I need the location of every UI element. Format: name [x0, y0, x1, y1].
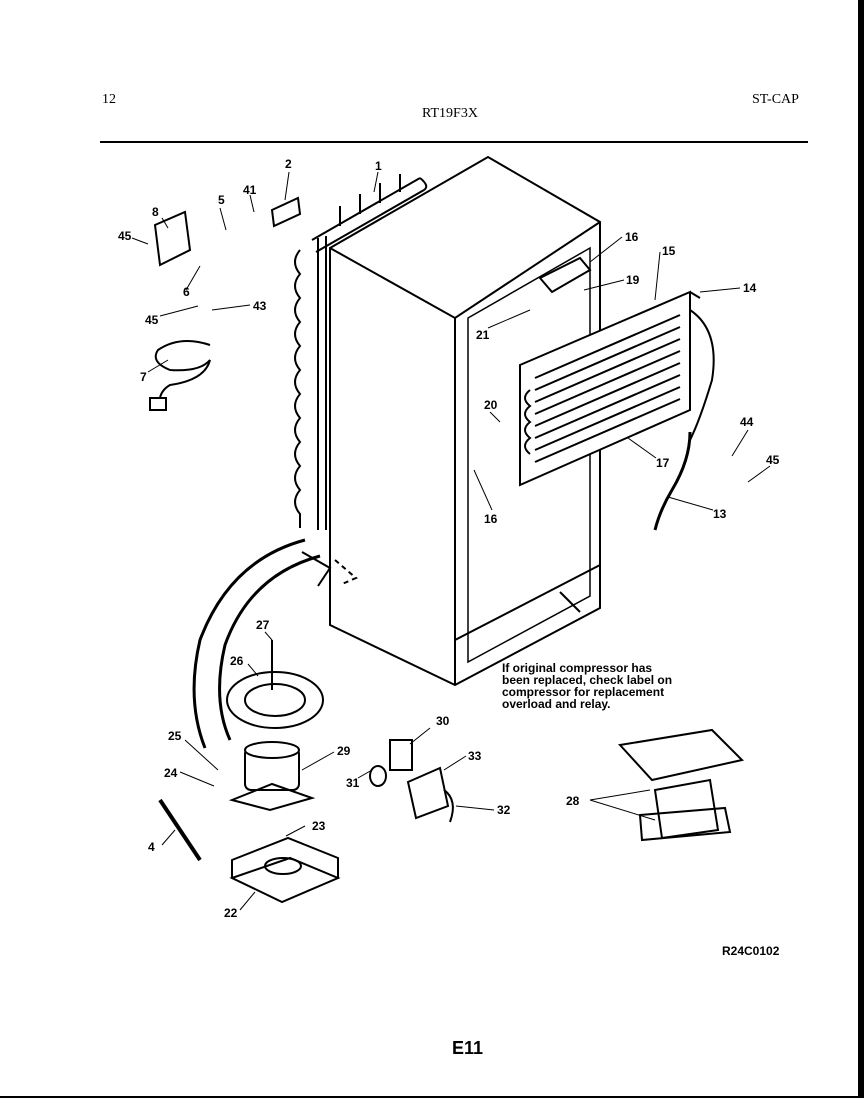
- page-number: 12: [102, 92, 116, 107]
- callout-43: 43: [253, 299, 267, 313]
- callout-2: 2: [285, 157, 292, 171]
- callout-8: 8: [152, 205, 159, 219]
- callout-25: 25: [168, 729, 182, 743]
- header-rule: [100, 141, 808, 143]
- callout-1: 1: [375, 159, 382, 173]
- callout-13: 13: [713, 507, 727, 521]
- model-number: RT19F3X: [422, 106, 478, 121]
- callout-22: 22: [224, 906, 238, 920]
- compressor-replacement-note: If original compressor has been replaced…: [502, 662, 722, 710]
- callout-29: 29: [337, 744, 351, 758]
- callout-31: 31: [346, 776, 360, 790]
- note-line-2: been replaced, check label on: [502, 673, 673, 687]
- callout-7: 7: [140, 370, 147, 384]
- drawing-reference-code: R24C0102: [722, 944, 780, 958]
- callout-6: 6: [183, 285, 190, 299]
- callout-45-middle: 45: [145, 313, 159, 327]
- condenser-coil: [294, 174, 428, 530]
- callout-5: 5: [218, 193, 225, 207]
- callout-28: 28: [566, 794, 580, 808]
- footer-code: E11: [452, 1038, 484, 1058]
- callout-26: 26: [230, 654, 244, 668]
- callout-14: 14: [743, 281, 757, 295]
- callout-16-top: 16: [625, 230, 639, 244]
- note-line-3: compressor for replacement: [502, 685, 665, 699]
- callout-21: 21: [476, 328, 490, 342]
- evaporator: [519, 290, 715, 487]
- note-line-4: overload and relay.: [502, 697, 611, 711]
- callout-27: 27: [256, 618, 270, 632]
- callout-24: 24: [164, 766, 178, 780]
- section-code: ST-CAP: [752, 92, 799, 107]
- callout-33: 33: [468, 749, 482, 763]
- callout-44: 44: [740, 415, 754, 429]
- callout-20: 20: [484, 398, 498, 412]
- note-line-1: If original compressor has: [502, 661, 653, 675]
- callout-45-right: 45: [766, 453, 780, 467]
- callout-16-bottom: 16: [484, 512, 498, 526]
- callout-23: 23: [312, 819, 326, 833]
- cabinet: [329, 155, 601, 687]
- callout-4: 4: [148, 840, 155, 854]
- callout-32: 32: [497, 803, 511, 817]
- callout-15: 15: [662, 244, 676, 258]
- callout-30: 30: [436, 714, 450, 728]
- callout-45-upper: 45: [118, 229, 132, 243]
- callout-17: 17: [656, 456, 670, 470]
- callout-41: 41: [243, 183, 257, 197]
- callout-19: 19: [626, 273, 640, 287]
